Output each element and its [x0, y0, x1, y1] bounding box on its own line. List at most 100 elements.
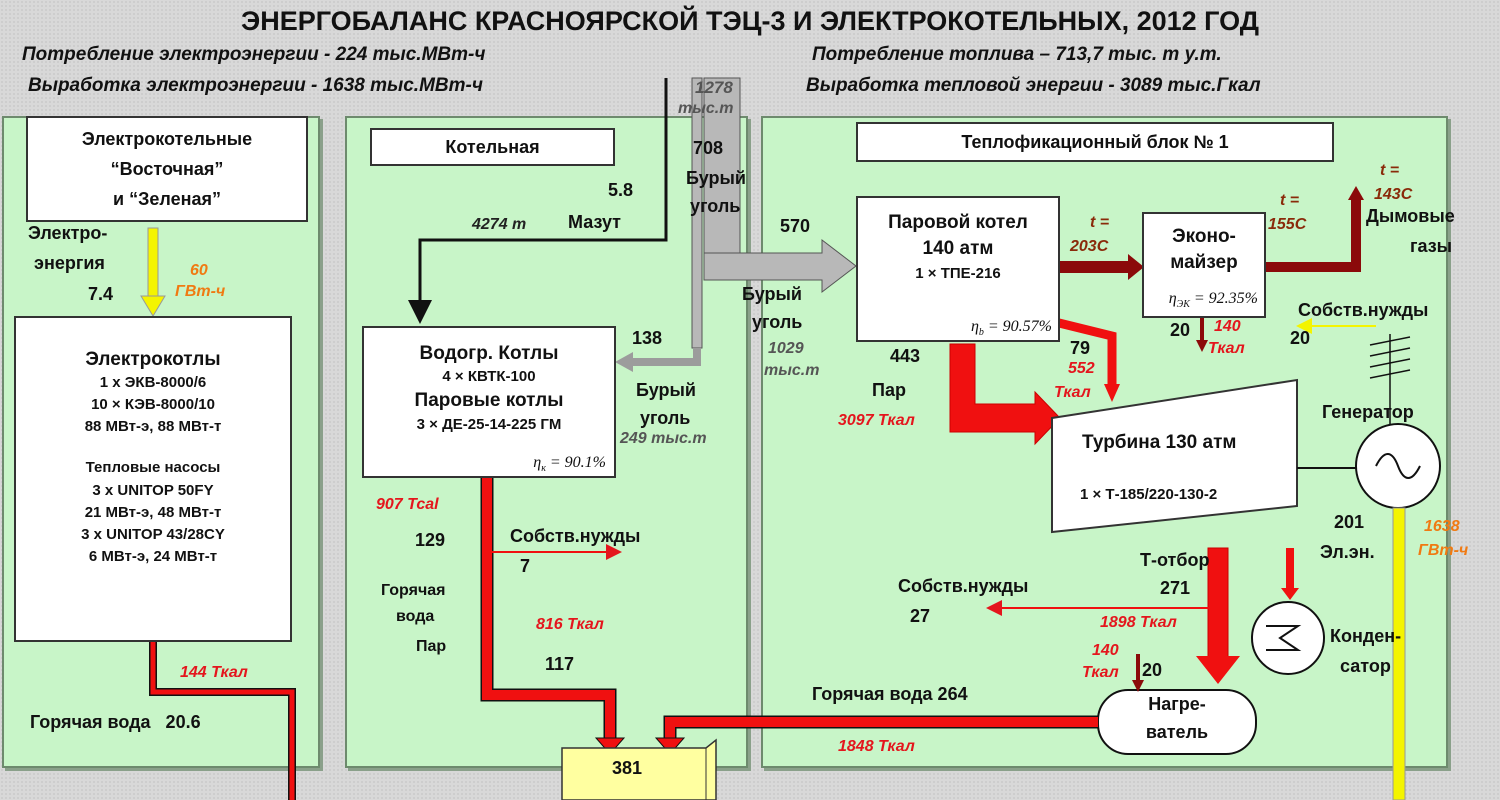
boiler-house-aux-label: Собств.нужды — [510, 526, 641, 546]
electro-title-line3: и “Зеленая” — [113, 189, 221, 209]
boiler-house-eff: ηк = 90.1% — [533, 453, 606, 474]
boiler-house-hw-label2: вода — [396, 608, 435, 625]
unit1-aux-value: 20 — [1290, 328, 1311, 348]
boiler-house-out-value: 129 — [415, 530, 446, 550]
boiler-house-flow — [480, 478, 626, 755]
electro-elec-label2: энергия — [34, 253, 105, 273]
temp1-value: 203C — [1070, 238, 1109, 255]
temp2-value: 155C — [1268, 216, 1307, 233]
bypass-tcal1: 552 — [1068, 360, 1095, 377]
electro-box-line: Тепловые насосы — [85, 459, 221, 476]
boiler-house-title-box: Котельная — [370, 128, 615, 166]
boiler-house-coal-label2: уголь — [640, 408, 691, 428]
electro-boilers-box: Электрокотлы 1 х ЭКВ-8000/6 10 × КЭВ-800… — [14, 316, 292, 642]
electro-gwh-value: 60 — [190, 262, 208, 279]
steam-boiler-box: Паровой котел 140 атм 1 × ТПЕ-216 ηb = 9… — [856, 196, 1060, 342]
unit1-aux2-value: 27 — [910, 606, 931, 626]
turbine-shape — [1051, 378, 1298, 534]
t-extract-tcal: 1898 Ткал — [1100, 614, 1177, 631]
mazut-label: Мазут — [568, 212, 621, 232]
econ-loss-value: 20 — [1170, 320, 1191, 340]
bypass-value: 79 — [1070, 338, 1091, 358]
unit1-hw-tcal: 1848 Ткал — [838, 738, 915, 755]
total-value: 381 — [612, 758, 643, 778]
boiler-house-coal-label1: Бурый — [636, 380, 696, 400]
coal-input-label1: Бурый — [686, 168, 746, 188]
coal-input-label2: уголь — [690, 196, 741, 216]
unit1-coal-label1: Бурый — [742, 284, 802, 304]
economizer-box: Эконо- майзер ηЭК = 92.35% — [1142, 212, 1266, 318]
mazut-line — [408, 78, 668, 324]
electro-box-line: 1 х ЭКВ-8000/6 — [99, 374, 207, 391]
temp3-label: t = — [1380, 162, 1400, 179]
turbine-model: 1 × Т-185/220-130-2 — [1080, 486, 1218, 503]
temp2-label: t = — [1280, 192, 1300, 209]
electro-box-line: 21 МВт-э, 48 МВт-т — [84, 504, 222, 521]
gen-value-label: Эл.эн. — [1320, 542, 1375, 562]
steam-boiler-eff: ηb = 90.57% — [970, 317, 1052, 338]
gen-gwh-value: 1638 — [1424, 518, 1460, 535]
boiler-house-line: Водогр. Котлы — [419, 343, 559, 364]
flue-gas-flow — [1060, 186, 1364, 352]
boiler-house-hw-label1: Горячая — [381, 582, 446, 599]
elec-input-arrow — [140, 227, 166, 317]
coal-input-value: 1278 — [695, 78, 733, 97]
steam-label: Пар — [872, 380, 906, 400]
unit1-title: Теплофикационный блок № 1 — [961, 132, 1229, 152]
t-extract-value: 271 — [1160, 578, 1191, 598]
electro-box-line: 3 х UNITOP 43/28CY — [81, 526, 225, 543]
economizer-eff: ηЭК = 92.35% — [1168, 289, 1258, 310]
unit1-coal-mass2: тыс.т — [764, 362, 820, 379]
mazut-mass: 4274 т — [472, 216, 527, 233]
electro-gwh-unit: ГВт-ч — [175, 283, 226, 300]
heater-loss-arrow — [1132, 654, 1144, 692]
unit1-coal-label2: уголь — [752, 312, 803, 332]
heater-loss-tcal1: 140 — [1092, 642, 1119, 659]
electro-box-line: Электрокотлы — [85, 349, 221, 370]
boiler-house-line: 4 × КВТК-100 — [442, 368, 536, 385]
aux-elec-arrow — [1296, 318, 1411, 428]
boiler-house-out-tcal: 907 Tcal — [376, 496, 439, 513]
steam-flow — [949, 317, 1120, 446]
boiler-house-title: Котельная — [445, 137, 540, 157]
steam-boiler-line: 1 × ТПЕ-216 — [915, 265, 1001, 282]
elec-output: Выработка электроэнергии - 1638 тыс.МВт-… — [28, 75, 483, 96]
flue-label2: газы — [1410, 236, 1453, 256]
condenser-label2: сатор — [1340, 656, 1391, 676]
temp3-value: 143C — [1374, 186, 1413, 203]
coal-input-unit: тыс.т — [678, 100, 734, 117]
turbine-title: Турбина 130 атм — [1082, 432, 1237, 453]
boiler-house-line: Паровые котлы — [414, 390, 564, 411]
electro-heat-tcal: 144 Ткал — [180, 664, 248, 681]
boiler-house-coal-mass: 249 тыс.т — [620, 430, 707, 447]
t-extraction-flow — [986, 547, 1240, 684]
total-box — [561, 738, 717, 800]
unit1-aux2-label: Собств.нужды — [898, 576, 1029, 596]
temp1-label: t = — [1090, 214, 1110, 231]
unit1-aux-label: Собств.нужды — [1298, 300, 1429, 320]
electro-title-box: Электрокотельные “Восточная” и “Зеленая” — [26, 116, 308, 222]
steam-boiler-line: 140 атм — [922, 238, 994, 259]
economizer-line: Эконо- — [1172, 226, 1236, 247]
electro-hw-flow — [149, 642, 296, 800]
heat-output: Выработка тепловой энергии - 3089 тыс.Гк… — [806, 75, 1261, 96]
bypass-tcal2: Ткал — [1054, 384, 1091, 401]
electro-box-line: 6 МВт-э, 24 МВт-т — [88, 548, 218, 565]
electro-elec-value: 7.4 — [88, 284, 114, 304]
boiler-house-net-value: 117 — [545, 654, 575, 674]
condenser-flow — [1281, 548, 1299, 600]
econ-loss-tcal1: 140 — [1214, 318, 1241, 335]
boiler-house-net-tcal: 816 Ткал — [536, 616, 604, 633]
elec-consumption: Потребление электроэнергии - 224 тыс.МВт… — [22, 44, 486, 65]
electro-hot-water: Горячая вода 20.6 — [30, 712, 201, 732]
page-title: ЭНЕРГОБАЛАНС КРАСНОЯРСКОЙ ТЭЦ-3 И ЭЛЕКТР… — [241, 6, 1259, 36]
heater-loss-value: 20 — [1142, 660, 1163, 680]
unit1-title-box: Теплофикационный блок № 1 — [856, 122, 1334, 162]
boiler-house-coal-value: 138 — [632, 328, 663, 348]
mazut-value: 5.8 — [608, 180, 634, 200]
electro-title-line2: “Восточная” — [110, 159, 224, 179]
fuel-consumption: Потребление топлива – 713,7 тыс. т у.т. — [812, 44, 1222, 65]
flue-label1: Дымовые — [1366, 206, 1455, 226]
t-extract-label: Т-отбор — [1140, 550, 1210, 570]
